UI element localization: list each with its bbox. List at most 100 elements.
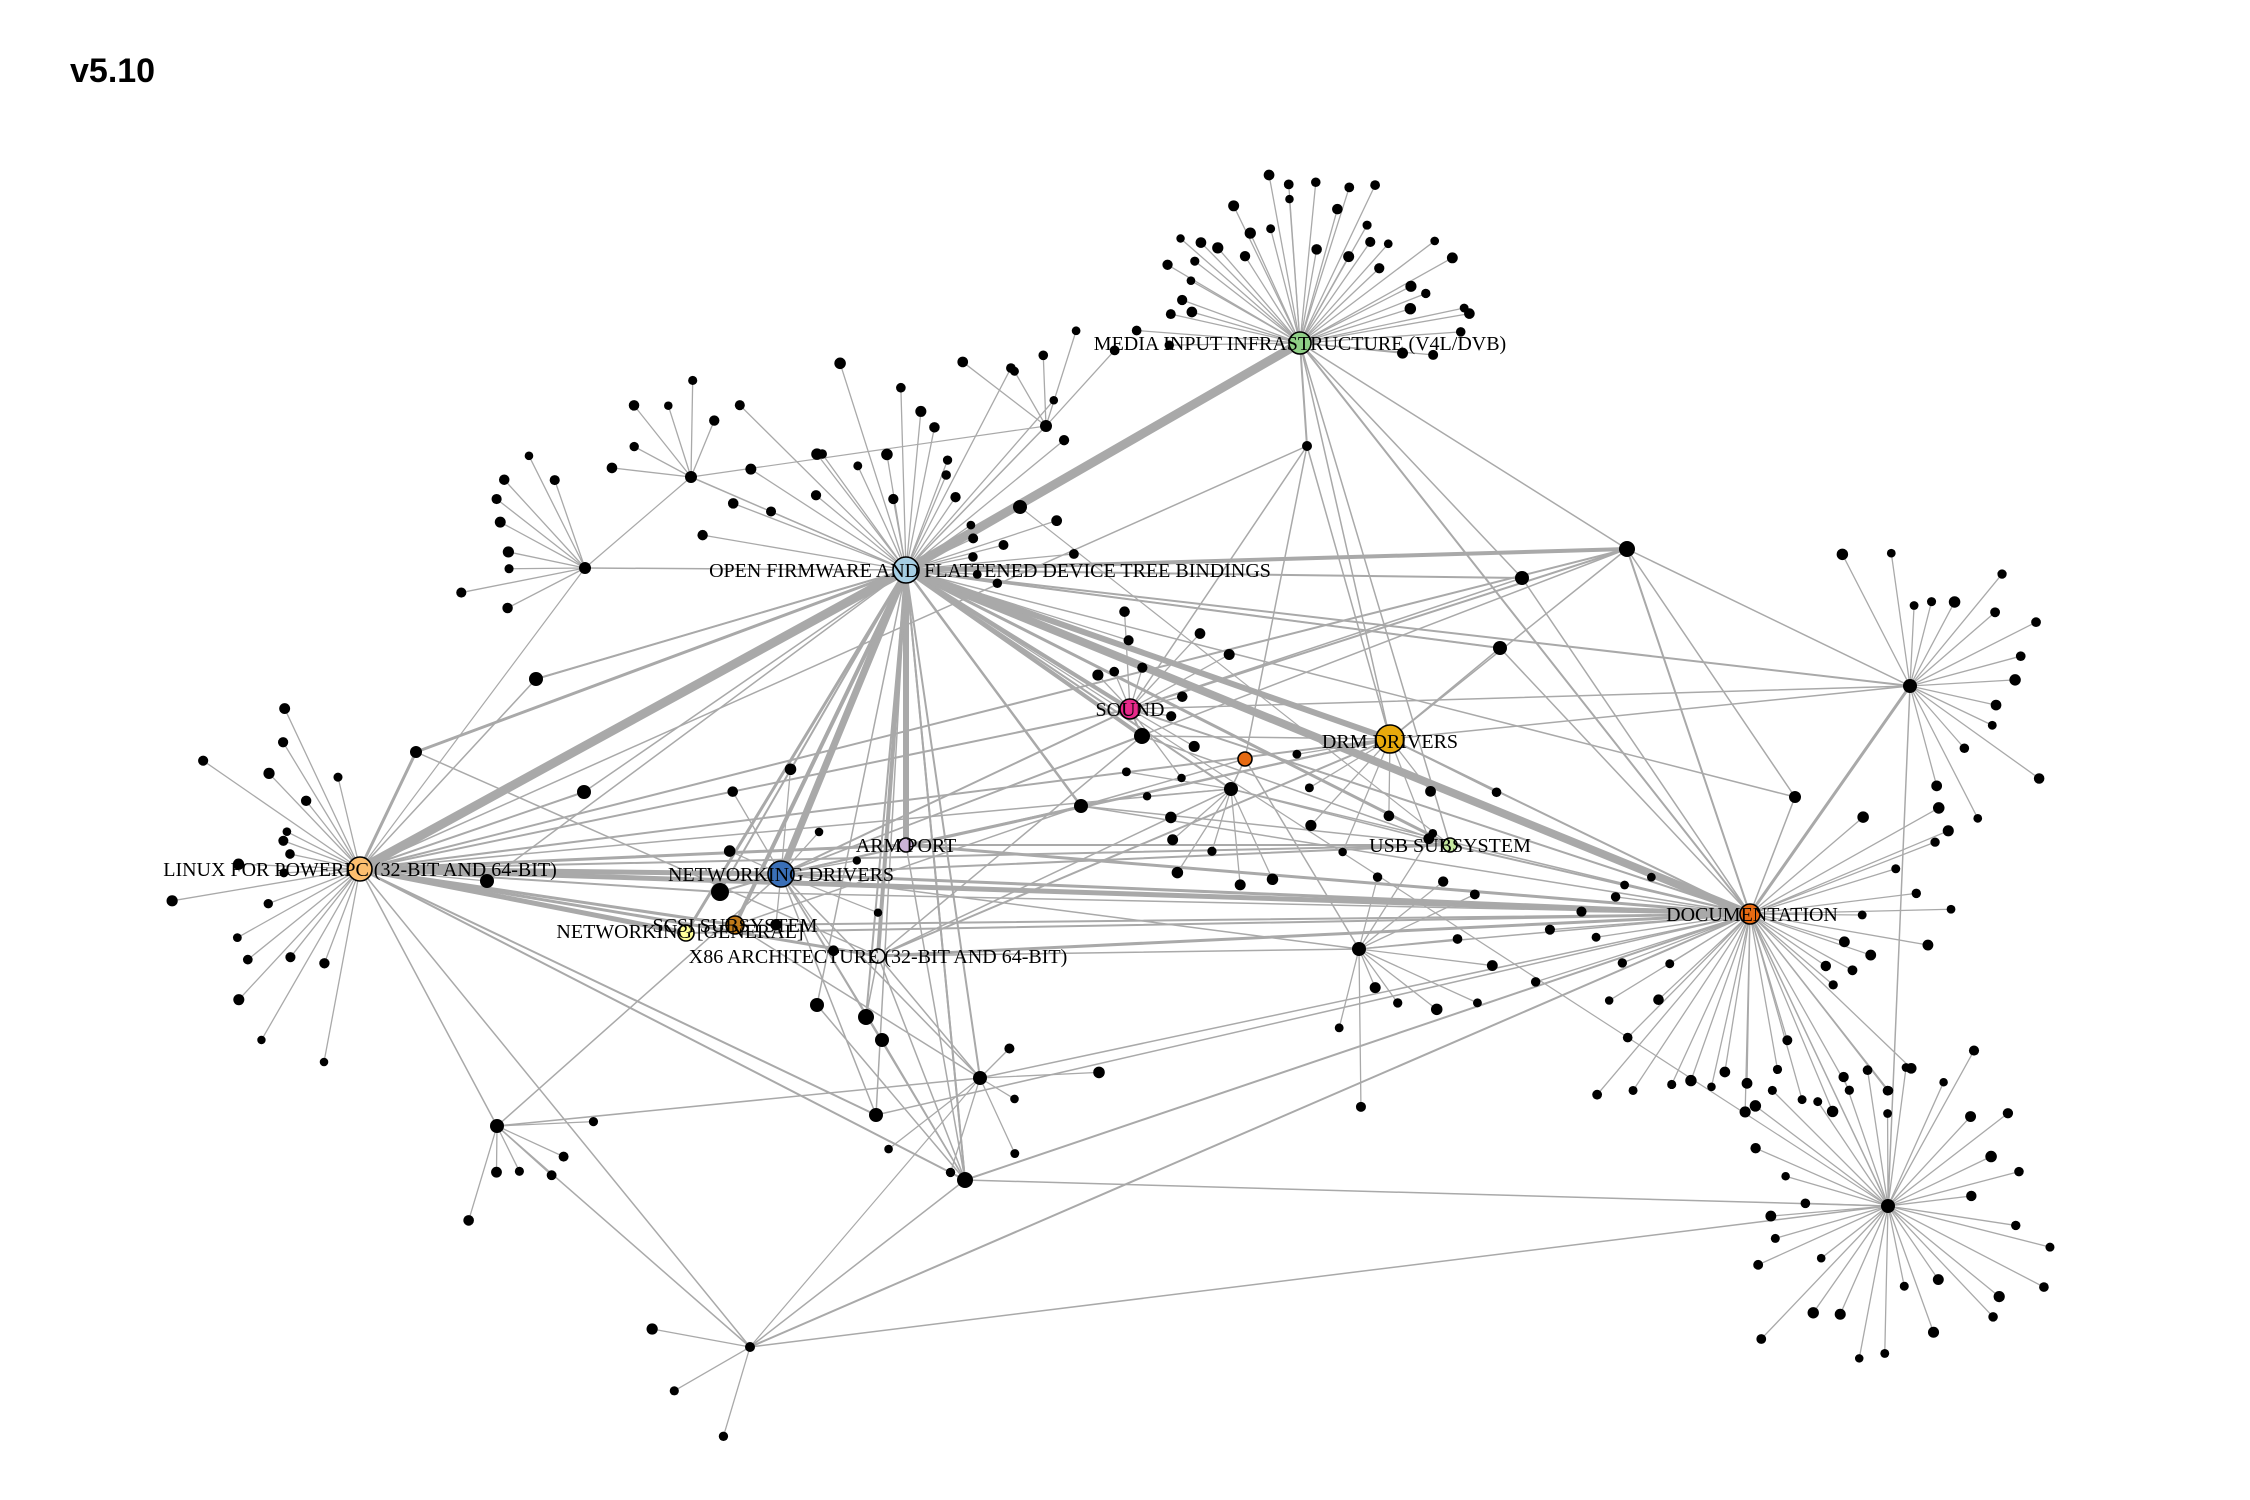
g-spoke [1839, 1205, 1889, 1315]
ppc-spoke [171, 868, 361, 902]
hub-label-ppc: LINUX FOR POWERPC (32-BIT AND 64-BIT) [163, 859, 557, 881]
network-node-e [1619, 541, 1635, 557]
a-leaf-node [1009, 366, 1019, 376]
doc-leaf-node [1741, 1077, 1753, 1089]
doc-spoke [1749, 807, 1940, 915]
d-leaf-node [549, 475, 560, 486]
dt-spoke [905, 474, 947, 571]
hub-label-usb: USB SUBSYSTEM [1369, 835, 1531, 857]
g-leaf-node [1862, 1065, 1873, 1075]
f-spoke [1909, 685, 1979, 819]
g-spoke [1887, 1112, 2009, 1207]
edge-y-x86 [877, 948, 1360, 957]
g-leaf-node [1749, 1100, 1762, 1112]
edge-dt-h [905, 569, 981, 1079]
aa-leaf-node [558, 1151, 569, 1162]
hub-node-ppc [347, 856, 373, 882]
media-leaf-node [1164, 340, 1174, 350]
edge-y-o1 [1244, 758, 1360, 950]
dt-leaf-node [881, 448, 893, 461]
a-spoke [1013, 370, 1047, 427]
doc-spoke [1627, 913, 1751, 1039]
drm-spoke [1389, 738, 1430, 840]
media-leaf-node [1397, 347, 1409, 359]
doc-spoke [1614, 896, 1751, 915]
ppc-leaf-node [232, 858, 245, 870]
net-spoke [780, 873, 835, 952]
dt-spoke [905, 553, 1075, 571]
f-leaf-node [1909, 601, 1919, 610]
f-spoke [1909, 685, 1993, 726]
edge-h-net [780, 873, 981, 1079]
media-leaf-node [1430, 236, 1440, 246]
network-node-z [869, 1108, 883, 1122]
h-leaf-node [1004, 1043, 1015, 1054]
y-leaf-node [1472, 998, 1482, 1008]
y-leaf-node [1355, 1101, 1366, 1112]
g-leaf-node [1800, 1198, 1811, 1209]
media-leaf-node [1311, 244, 1322, 255]
edge-h-aa [496, 1077, 981, 1127]
media-spoke [1191, 311, 1301, 344]
doc-spoke [1749, 913, 1889, 1092]
g-leaf-node [1770, 1233, 1780, 1243]
dt-spoke [815, 494, 907, 571]
media-spoke [1299, 312, 1471, 344]
edge-d-dt [584, 567, 907, 571]
ppc-spoke [282, 840, 361, 870]
y-spoke [1358, 948, 1362, 1108]
dt-leaf-node [727, 498, 739, 509]
dt-spoke [701, 534, 907, 571]
ppc-spoke [247, 868, 361, 961]
edge-z-doc [875, 913, 1751, 1116]
aa-leaf-node [588, 1117, 599, 1127]
d-spoke [495, 498, 586, 569]
d-leaf-node [491, 493, 502, 505]
network-node-m [1224, 782, 1238, 796]
network-node-j [745, 1342, 755, 1352]
g-leaf-node [1816, 1253, 1826, 1263]
ppc-spoke [286, 831, 361, 870]
media-spoke [1194, 260, 1301, 344]
media-leaf-node [1244, 227, 1256, 239]
edge-dt-ppc [355, 565, 911, 874]
media-spoke [1299, 186, 1350, 344]
drm-leaf-node [1491, 787, 1502, 798]
ppc-leaf-node [198, 755, 209, 766]
dt-leaf-node [888, 493, 899, 505]
f-spoke [1909, 679, 2016, 687]
media-spoke [1135, 329, 1301, 344]
dt-spoke [905, 439, 1065, 571]
aa-spoke [496, 1125, 565, 1158]
media-spoke [1299, 184, 1376, 344]
drm-spoke [1341, 738, 1391, 853]
doc-leaf-node [1610, 892, 1621, 902]
media-leaf-node [1455, 327, 1466, 337]
g-spoke [1887, 1205, 2017, 1227]
doc-leaf-node [1667, 1079, 1677, 1090]
d-spoke [460, 567, 586, 594]
network-node-h [973, 1071, 987, 1085]
edge-doc-media [1299, 342, 1751, 915]
edge-h-x86 [877, 955, 981, 1079]
dt-spoke [905, 399, 1055, 571]
ppc-spoke [268, 772, 361, 870]
dt-leaf-node [745, 463, 757, 475]
media-leaf-node [1311, 177, 1321, 188]
edge-f-doc [1749, 685, 1911, 915]
edge-b-sound [1129, 445, 1308, 710]
media-spoke [1269, 228, 1301, 344]
d-spoke [499, 521, 586, 569]
edge-l-usb [1080, 805, 1451, 846]
h-spoke [949, 1077, 981, 1174]
edge-l-dt [904, 568, 1083, 808]
sound-leaf-node [1188, 740, 1200, 753]
y-spoke [1338, 948, 1360, 1029]
edge-u-x86 [865, 955, 879, 1018]
media-spoke [1170, 313, 1301, 344]
edge-dd-dt [905, 506, 1021, 571]
doc-spoke [1580, 910, 1751, 915]
g-spoke [1887, 1170, 2020, 1207]
edge-ppc-sound [359, 708, 1131, 870]
edge-h-j [749, 1077, 981, 1348]
